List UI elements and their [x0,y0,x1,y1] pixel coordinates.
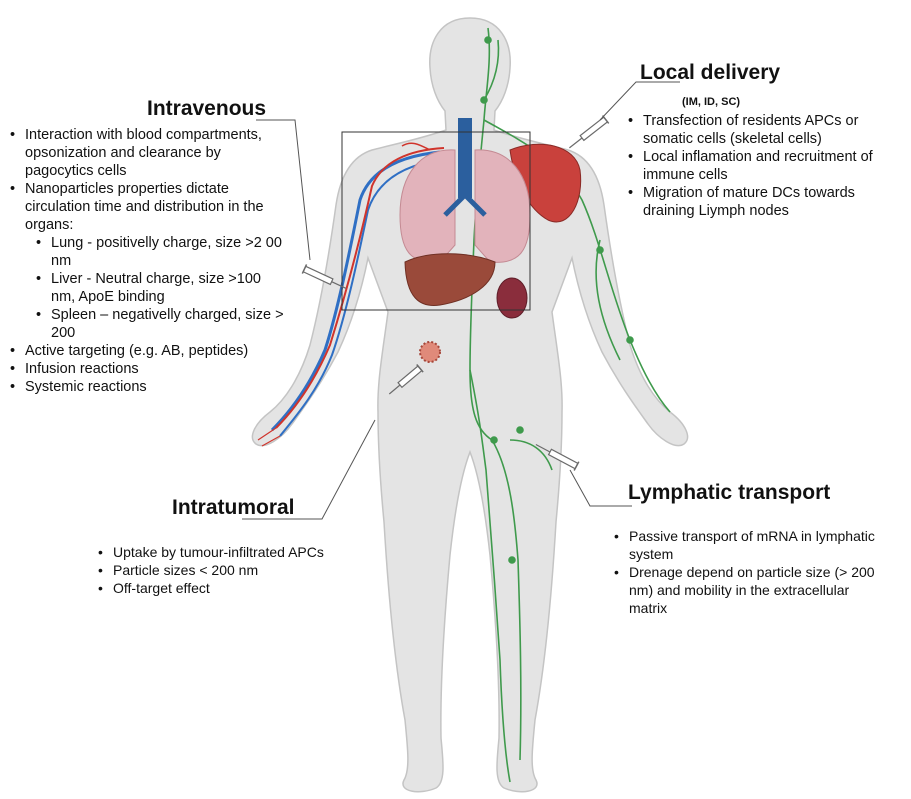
local-delivery-title: Local delivery [640,61,780,85]
list-item: Particle sizes < 200 nm [94,561,344,579]
list-item: Interaction with blood compartments, ops… [6,126,284,180]
local-delivery-subtitle: (IM, ID, SC) [682,96,740,108]
tumour [420,342,440,362]
list-item: Passive transport of mRNA in lymphatic s… [610,527,880,563]
list-item: Active targeting (e.g. AB, peptides) [6,342,284,360]
intravenous-sub-list: Lung - positivelly charge, size >2 00 nm… [6,234,284,342]
syringe-icon-local [566,116,608,152]
intravenous-list: Interaction with blood compartments, ops… [6,126,284,396]
spleen [497,278,527,318]
lymphatic-title: Lymphatic transport [628,481,830,505]
list-item: Local inflamation and recruitment of imm… [624,148,910,184]
list-item: Spleen – negativelly charged, size > 200 [32,306,284,342]
list-item: Lung - positivelly charge, size >2 00 nm [32,234,284,270]
intratumoral-list: Uptake by tumour-infiltrated APCs Partic… [94,543,344,597]
list-item: Uptake by tumour-infiltrated APCs [94,543,344,561]
local-delivery-list: Transfection of residents APCs or somati… [624,112,910,220]
list-item: Systemic reactions [6,378,284,396]
intravenous-title: Intravenous [147,97,266,121]
list-item: Migration of mature DCs towards draining… [624,184,910,220]
list-item: Transfection of residents APCs or somati… [624,112,910,148]
list-item: Liver - Neutral charge, size >100 nm, Ap… [32,270,284,306]
list-item: Off-target effect [94,579,344,597]
list-item: Drenage depend on particle size (> 200 n… [610,563,880,617]
list-item: Nanoparticles properties dictate circula… [6,180,284,234]
lymphatic-list: Passive transport of mRNA in lymphatic s… [610,527,880,617]
intratumoral-title: Intratumoral [172,496,295,520]
lymphatic-leader-line [570,470,632,506]
list-item: Infusion reactions [6,360,284,378]
